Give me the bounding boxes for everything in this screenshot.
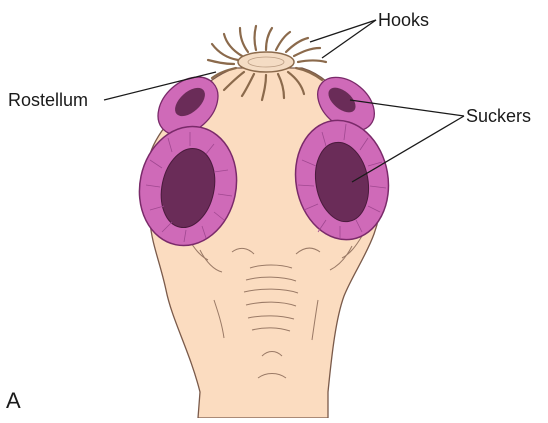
rostellum bbox=[238, 52, 294, 72]
panel-letter: A bbox=[6, 388, 21, 413]
hooks-leader-1 bbox=[310, 20, 376, 42]
suckers-label: Suckers bbox=[466, 106, 531, 126]
hooks-label: Hooks bbox=[378, 10, 429, 30]
hooks-leader-2 bbox=[322, 20, 376, 58]
rostellum-label: Rostellum bbox=[8, 90, 88, 110]
